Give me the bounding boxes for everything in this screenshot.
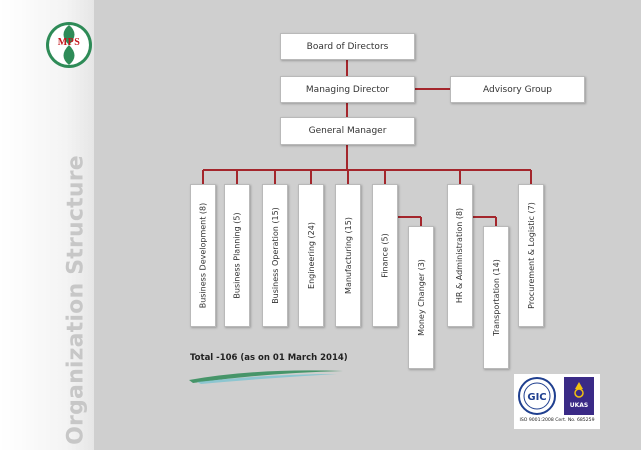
certification-badge: GIC UKAS ISO 9001:2008 Cert. No. 685259: [514, 374, 600, 429]
mps-logo: MPS: [44, 20, 94, 70]
dept-label: Money Changer (3): [416, 259, 426, 336]
general-manager-box: General Manager: [280, 117, 415, 145]
dept-engineering: Engineering (24): [298, 184, 324, 327]
general-manager-label: General Manager: [308, 126, 387, 136]
advisory-group-label: Advisory Group: [482, 84, 553, 95]
certification-caption: ISO 9001:2008 Cert. No. 685259: [519, 418, 595, 423]
dept-money-changer: Money Changer (3): [408, 226, 434, 369]
ukas-certification-icon: UKAS: [564, 377, 594, 415]
dept-procurement-logistic: Procurement & Logistic (7): [518, 184, 544, 327]
total-headcount: Total -106 (as on 01 March 2014): [190, 353, 348, 363]
dept-label: HR & Administration (8): [455, 207, 465, 304]
gic-certification-icon: GIC: [518, 377, 556, 415]
logo-text: MPS: [57, 37, 81, 48]
dept-transportation: Transportation (14): [483, 226, 509, 369]
dept-finance: Finance (5): [372, 184, 398, 327]
dept-label: Business Operation (15): [270, 207, 280, 304]
side-panel: [0, 0, 94, 450]
logo-mark-icon: [46, 22, 92, 68]
dept-business-planning: Business Planning (5): [224, 184, 250, 327]
dept-label: Transportation (14): [491, 259, 501, 336]
dept-label: Procurement & Logistic (7): [526, 202, 536, 309]
dept-label: Business Development (8): [198, 202, 208, 309]
gic-badge-text: GIC: [527, 392, 546, 403]
dept-business-development: Business Development (8): [190, 184, 216, 327]
dept-label: Business Planning (5): [232, 212, 242, 299]
ukas-badge-text: UKAS: [570, 402, 589, 409]
swoosh-decoration: [189, 370, 343, 384]
board-of-directors-label: Board of Directors: [306, 41, 389, 52]
board-of-directors-box: Board of Directors: [280, 33, 415, 60]
dept-label: Engineering (24): [306, 222, 316, 289]
managing-director-label: Managing Director: [305, 84, 390, 95]
dept-hr-administration: HR & Administration (8): [447, 184, 473, 327]
dept-business-operation: Business Operation (15): [262, 184, 288, 327]
dept-manufacturing: Manufacturing (15): [335, 184, 361, 327]
advisory-group-box: Advisory Group: [450, 76, 585, 103]
dept-label: Manufacturing (15): [343, 217, 353, 294]
managing-director-box: Managing Director: [280, 76, 415, 103]
dept-label: Finance (5): [380, 233, 390, 278]
